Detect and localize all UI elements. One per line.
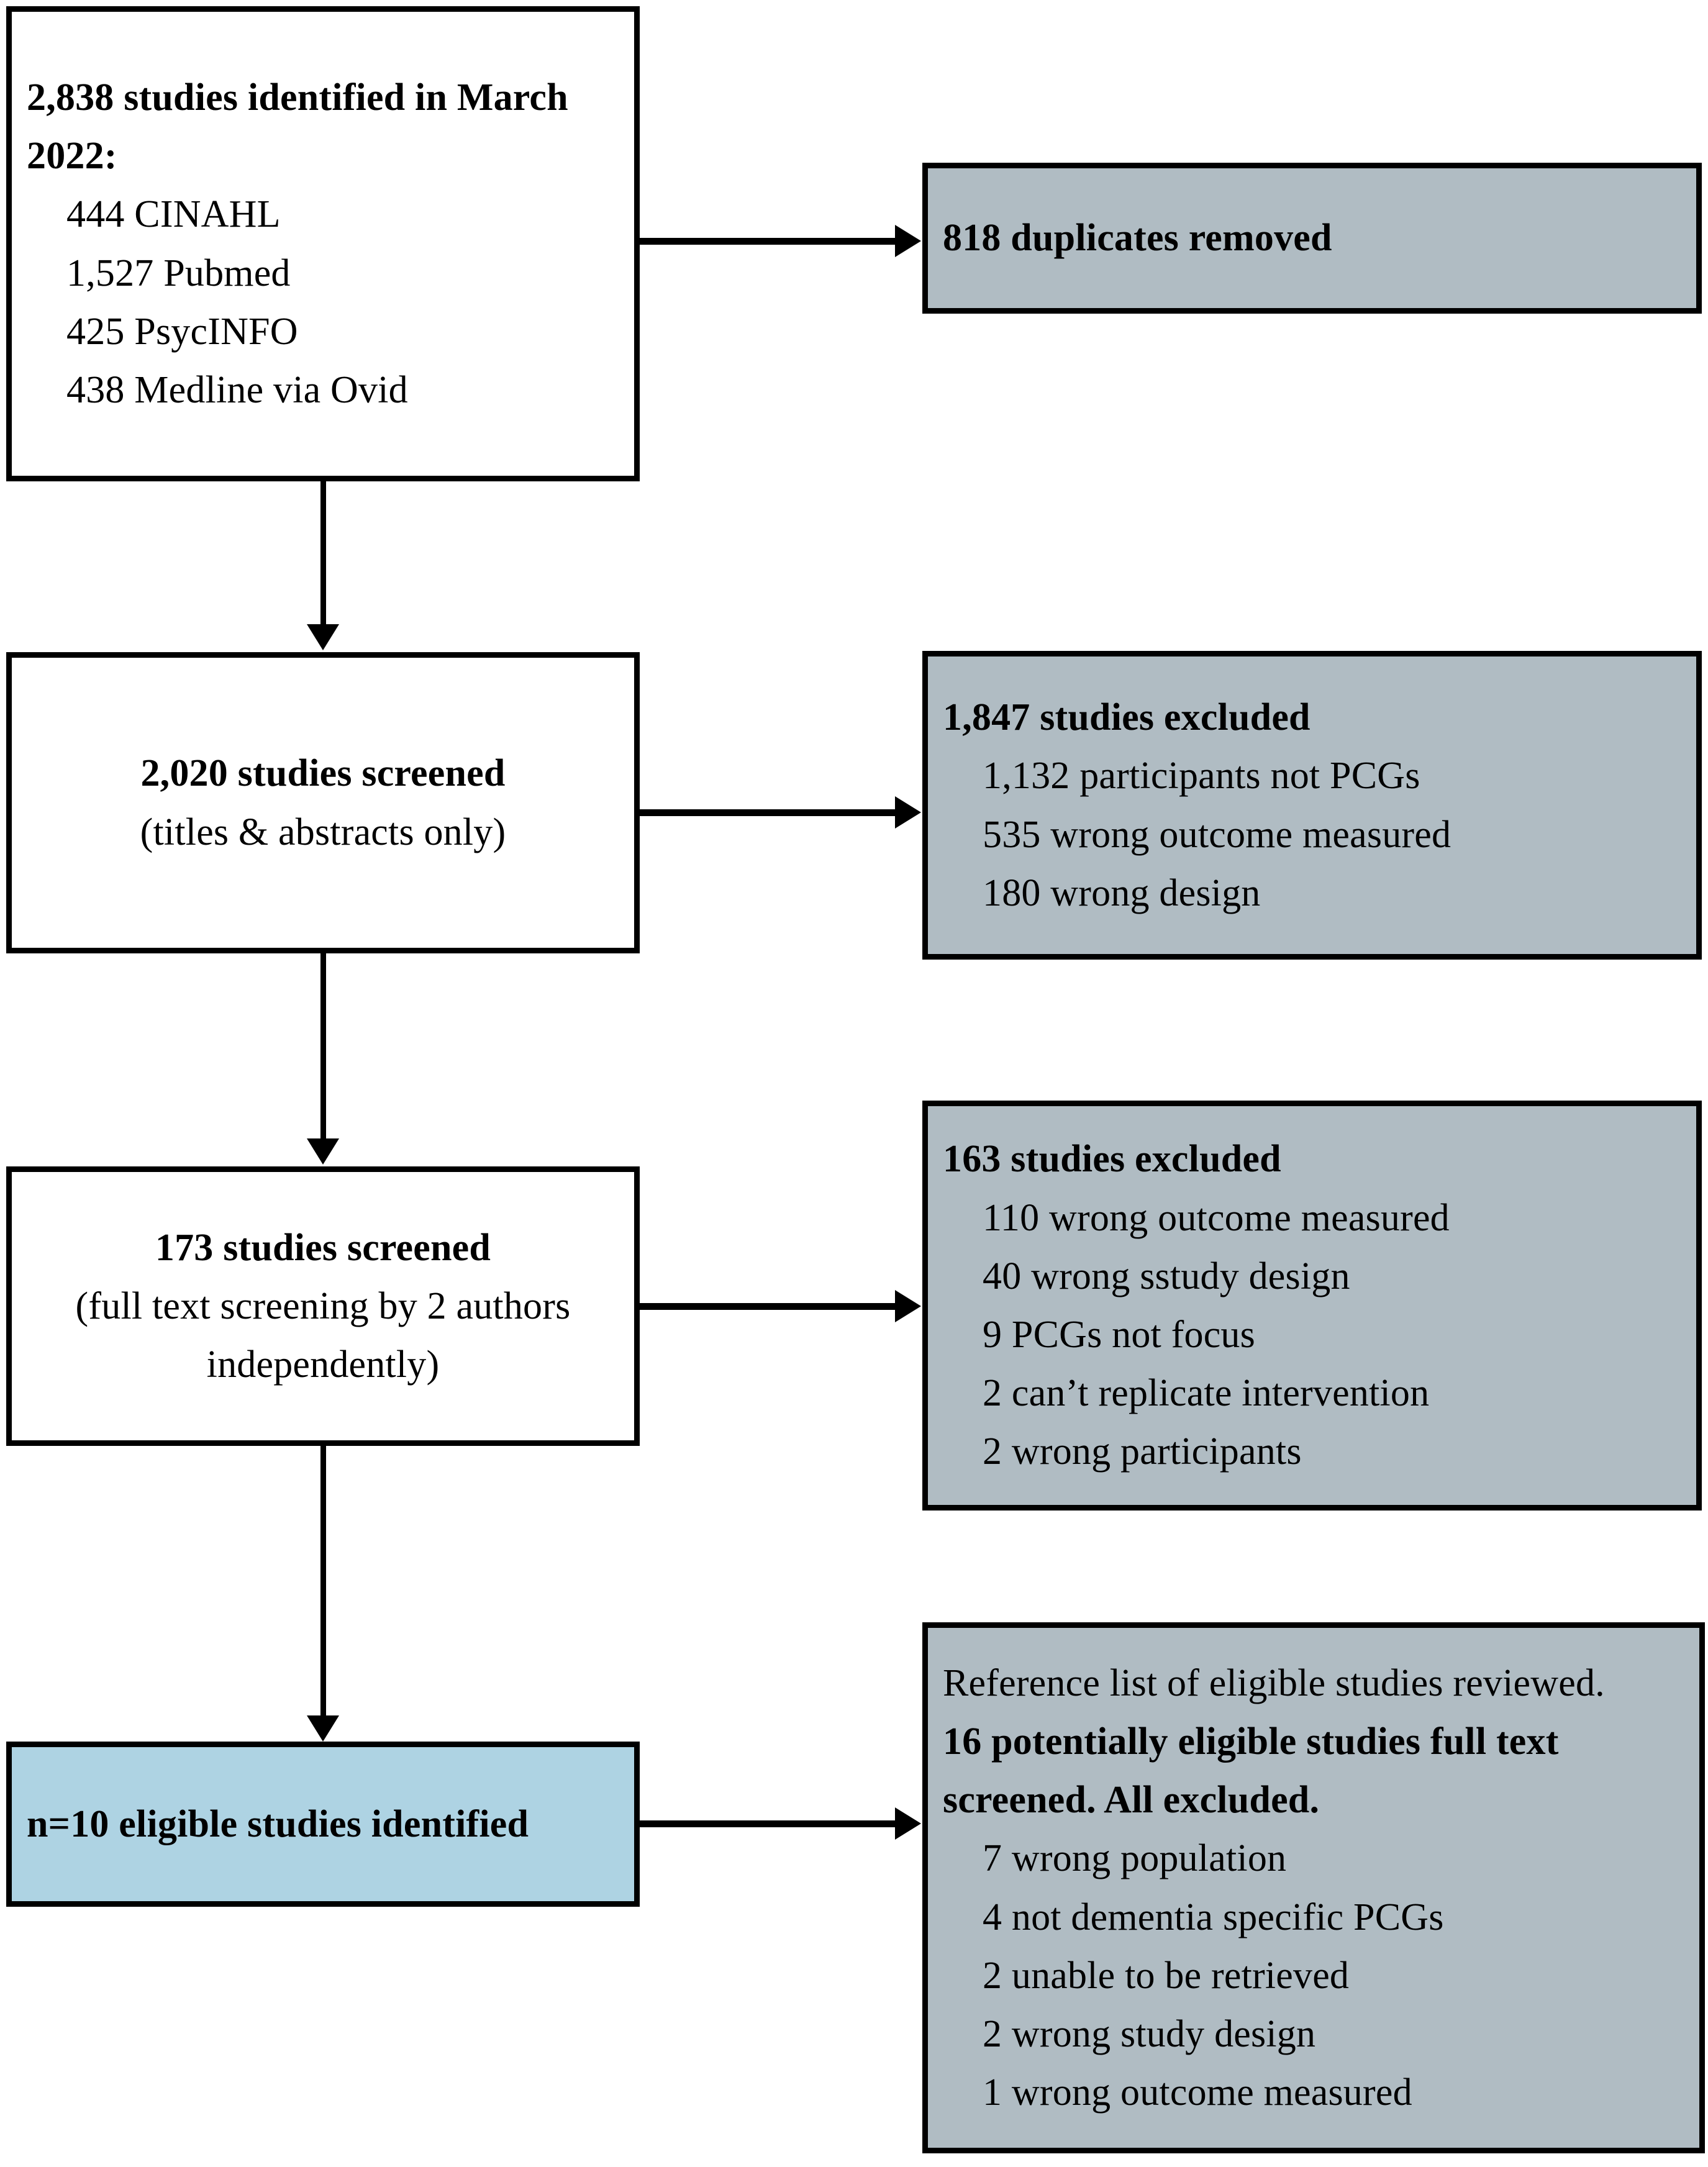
identification-heading-line2: 2022: (27, 135, 117, 178)
screening-fulltext-subtitle-line1: (full text screening by 2 authors (75, 1284, 571, 1327)
reference-search-reason-5: 1 wrong outcome measured (983, 2071, 1412, 2114)
excluded-fulltext-reason-5: 2 wrong participants (983, 1430, 1302, 1473)
connector-fulltext-to-included (320, 1446, 326, 1718)
excluded-titles-heading: 1,847 studies excluded (943, 696, 1311, 739)
duplicates-removed-box: 818 duplicates removed (922, 163, 1702, 314)
screening-titles-subtitle: (titles & abstracts only) (140, 811, 506, 853)
arrowhead-to-screening-fulltext (307, 1138, 339, 1165)
excluded-fulltext-reason-2: 40 wrong sstudy design (983, 1255, 1350, 1297)
excluded-fulltext-reason-1: 110 wrong outcome measured (983, 1196, 1450, 1239)
reference-search-heading-line2: screened. All excluded. (943, 1779, 1320, 1822)
connector-identification-to-screening (320, 481, 326, 645)
excluded-titles-box: 1,847 studies excluded 1,132 participant… (922, 651, 1702, 960)
connector-included-to-reference-search (640, 1820, 896, 1827)
identification-box: 2,838 studies identified in March 2022: … (6, 6, 640, 481)
screening-titles-heading: 2,020 studies screened (140, 752, 506, 795)
reference-list-search-box: Reference list of eligible studies revie… (922, 1622, 1705, 2153)
excluded-titles-reason-1: 1,132 participants not PCGs (983, 755, 1420, 797)
identification-source-medline: 438 Medline via Ovid (66, 368, 408, 411)
duplicates-removed-heading: 818 duplicates removed (943, 217, 1332, 260)
arrowhead-to-included (307, 1715, 339, 1742)
identification-source-pubmed: 1,527 Pubmed (66, 252, 291, 294)
reference-search-reason-3: 2 unable to be retrieved (983, 1954, 1350, 1997)
connector-screening-titles-to-excluded (640, 809, 896, 816)
identification-source-cinahl: 444 CINAHL (66, 193, 281, 236)
reference-search-reason-1: 7 wrong population (983, 1837, 1287, 1880)
screening-fulltext-heading: 173 studies screened (155, 1226, 491, 1269)
identification-source-psycinfo: 425 PsycINFO (66, 310, 298, 353)
excluded-fulltext-reason-3: 9 PCGs not focus (983, 1314, 1255, 1356)
arrowhead-to-excluded-fulltext (895, 1290, 921, 1322)
reference-search-intro: Reference list of eligible studies revie… (943, 1661, 1605, 1704)
arrowhead-to-duplicates (895, 225, 921, 257)
excluded-fulltext-reason-4: 2 can’t replicate intervention (983, 1372, 1430, 1415)
arrowhead-to-screening-titles (307, 624, 339, 650)
reference-search-reason-2: 4 not dementia specific PCGs (983, 1896, 1444, 1938)
arrowhead-to-reference-search (895, 1807, 921, 1840)
screening-fulltext-subtitle-line2: independently) (206, 1343, 440, 1386)
connector-screening-fulltext-to-excluded (640, 1303, 896, 1310)
connector-identification-to-duplicates (640, 238, 896, 245)
arrowhead-to-excluded-titles (895, 796, 921, 829)
included-studies-box: n=10 eligible studies identified (6, 1742, 640, 1907)
excluded-fulltext-box: 163 studies excluded 110 wrong outcome m… (922, 1101, 1702, 1511)
reference-search-heading-line1: 16 potentially eligible studies full tex… (943, 1720, 1559, 1763)
excluded-fulltext-heading: 163 studies excluded (943, 1138, 1281, 1181)
screening-titles-box: 2,020 studies screened (titles & abstrac… (6, 652, 640, 953)
excluded-titles-reason-3: 180 wrong design (983, 871, 1261, 914)
screening-fulltext-box: 173 studies screened (full text screenin… (6, 1166, 640, 1446)
excluded-titles-reason-2: 535 wrong outcome measured (983, 813, 1451, 856)
identification-heading-line1: 2,838 studies identified in March (27, 76, 568, 119)
connector-screening-titles-to-fulltext (320, 953, 326, 1140)
reference-search-reason-4: 2 wrong study design (983, 2012, 1316, 2055)
included-studies-heading: n=10 eligible studies identified (27, 1802, 529, 1845)
